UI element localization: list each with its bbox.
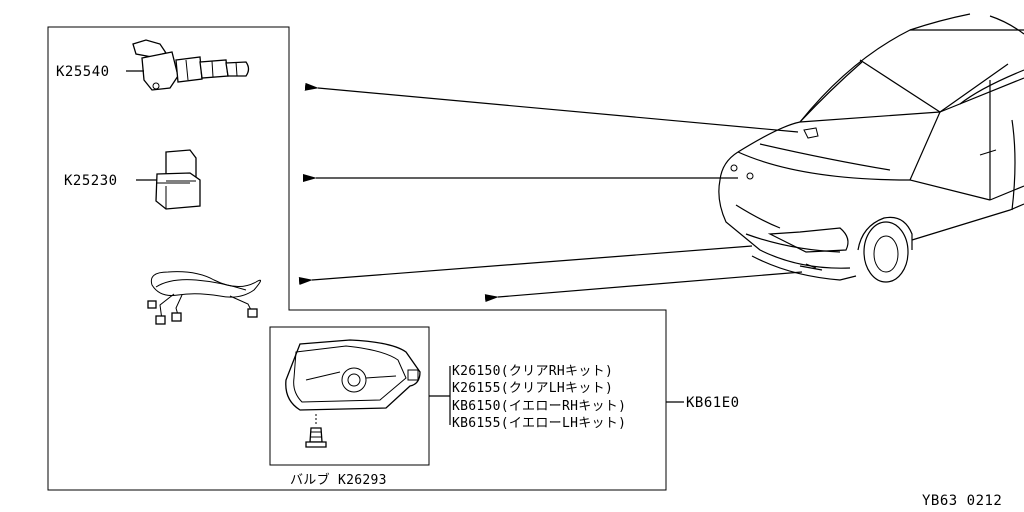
lamp-kit-label: KB6150(イエローRHキット) (452, 399, 626, 414)
combination-switch-icon[interactable] (132, 39, 250, 91)
lamp-kit-label: KB6155(イエローLHキット) (452, 416, 626, 431)
lamp-kit-label: K26155(クリアLHキット) (452, 381, 613, 396)
kit-group-code: KB61E0 (686, 395, 740, 411)
car-front-quarter-icon (718, 13, 1024, 283)
lamp-kit-label: K26150(クリアRHキット) (452, 364, 613, 379)
parts-frame (47, 26, 667, 491)
switch-part-code: K25540 (56, 64, 110, 80)
relay-part-code: K25230 (64, 173, 118, 189)
diagram-id: YB63 0212 (922, 493, 1002, 509)
relay-icon[interactable] (155, 149, 201, 210)
screw-icon (305, 414, 327, 448)
fog-lamp-icon[interactable] (285, 339, 421, 411)
wire-harness-icon[interactable] (147, 271, 261, 325)
bulb-part-label: バルブ K26293 (290, 472, 387, 488)
